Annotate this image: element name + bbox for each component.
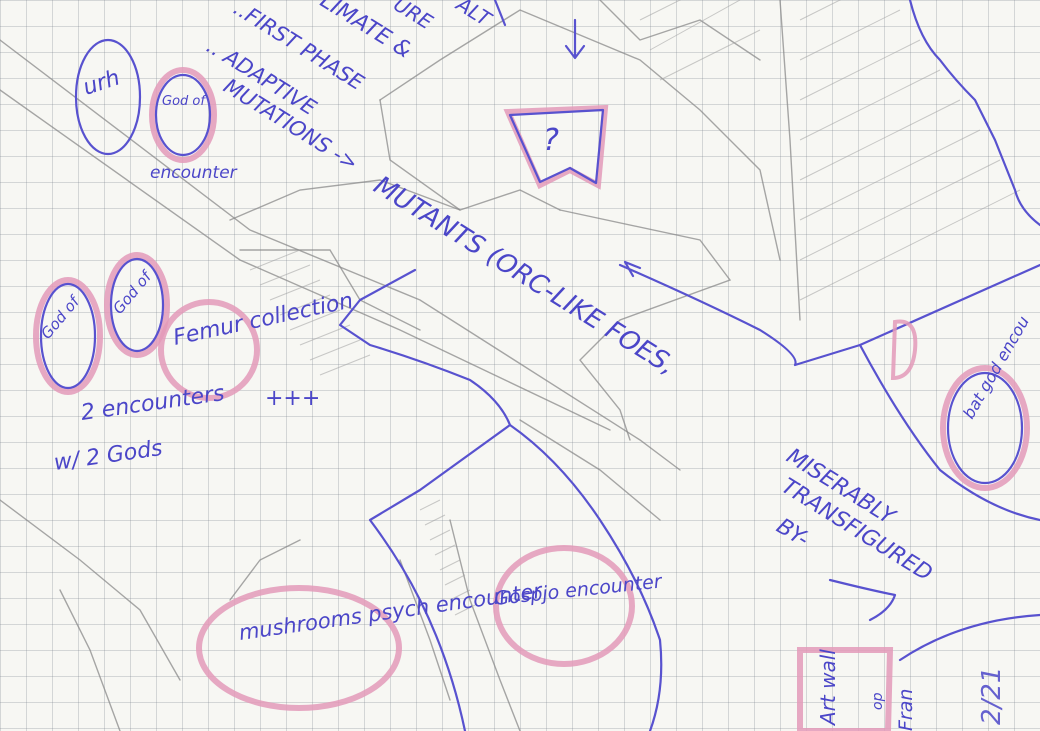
highlight-circle bbox=[196, 585, 402, 711]
note-two-encounters: 2 encounters bbox=[79, 381, 226, 426]
pencil-wall bbox=[229, 179, 461, 221]
ink-circle bbox=[109, 257, 165, 353]
ink-wall-line bbox=[618, 263, 1040, 367]
note-art-wall: Art wall bbox=[816, 649, 840, 727]
highlight-circle bbox=[33, 277, 103, 395]
highlight-box bbox=[797, 647, 894, 731]
highlight-circle bbox=[158, 299, 260, 401]
note-urh: urh bbox=[80, 66, 123, 101]
ink-lines bbox=[338, 0, 1040, 731]
note-plus-marks: +++ bbox=[265, 386, 320, 411]
note-fran: Fran bbox=[895, 689, 917, 731]
ink-circle bbox=[154, 73, 212, 157]
ink-stroke bbox=[493, 0, 507, 27]
ink-circle bbox=[946, 371, 1024, 485]
highlight-box bbox=[503, 104, 609, 190]
note-femur: Femur collection bbox=[171, 288, 355, 351]
pencil-hatching bbox=[799, 0, 1021, 301]
pencil-wall bbox=[559, 209, 732, 441]
note-with-two-gods: w/ 2 Gods bbox=[52, 436, 164, 476]
note-god-of: God of bbox=[162, 94, 207, 109]
highlight-circle bbox=[940, 365, 1030, 491]
arrow-left-icon bbox=[623, 260, 642, 278]
note-date: 2/21 bbox=[977, 667, 1007, 725]
highlight-circle bbox=[104, 252, 170, 358]
pencil-hatching bbox=[249, 249, 371, 376]
ink-wall-line bbox=[858, 343, 1040, 522]
question-mark-icon: ? bbox=[543, 123, 559, 158]
ink-wall-line bbox=[898, 613, 1040, 662]
pencil-wall bbox=[0, 89, 611, 431]
pencil-wall bbox=[0, 499, 181, 681]
pencil-wall bbox=[59, 589, 121, 731]
arrow-down-icon bbox=[564, 18, 586, 60]
note-ure: URE bbox=[389, 0, 437, 34]
pencil-wall bbox=[229, 539, 301, 601]
pencil-wall bbox=[599, 0, 761, 61]
ink-wall-line bbox=[338, 268, 512, 731]
note-by: BY- bbox=[772, 514, 813, 553]
wavy-border-line bbox=[908, 0, 1040, 227]
highlight-circle bbox=[149, 67, 217, 163]
ink-circle bbox=[74, 38, 142, 156]
note-op: op bbox=[870, 692, 886, 710]
pencil-hatching bbox=[639, 0, 761, 81]
highlight-mark bbox=[890, 319, 918, 381]
pencil-wall bbox=[379, 9, 781, 261]
note-encounter: encounter bbox=[150, 163, 238, 183]
ink-wall-line bbox=[508, 423, 663, 731]
note-alt: ALT bbox=[451, 0, 497, 32]
pencil-wall bbox=[779, 0, 801, 321]
pencil-wall bbox=[239, 249, 421, 331]
pencil-wall bbox=[0, 39, 681, 471]
ink-circle bbox=[39, 282, 97, 390]
pencil-wall bbox=[519, 419, 661, 521]
ink-circles bbox=[39, 38, 1024, 485]
highlight-marks bbox=[33, 67, 1030, 731]
pencil-wall bbox=[399, 559, 451, 701]
curved-arrow-icon bbox=[828, 578, 897, 622]
pencil-hatching bbox=[419, 499, 476, 616]
highlight-circle bbox=[493, 545, 635, 667]
ink-box bbox=[508, 108, 605, 185]
pencil-wall bbox=[449, 519, 521, 731]
